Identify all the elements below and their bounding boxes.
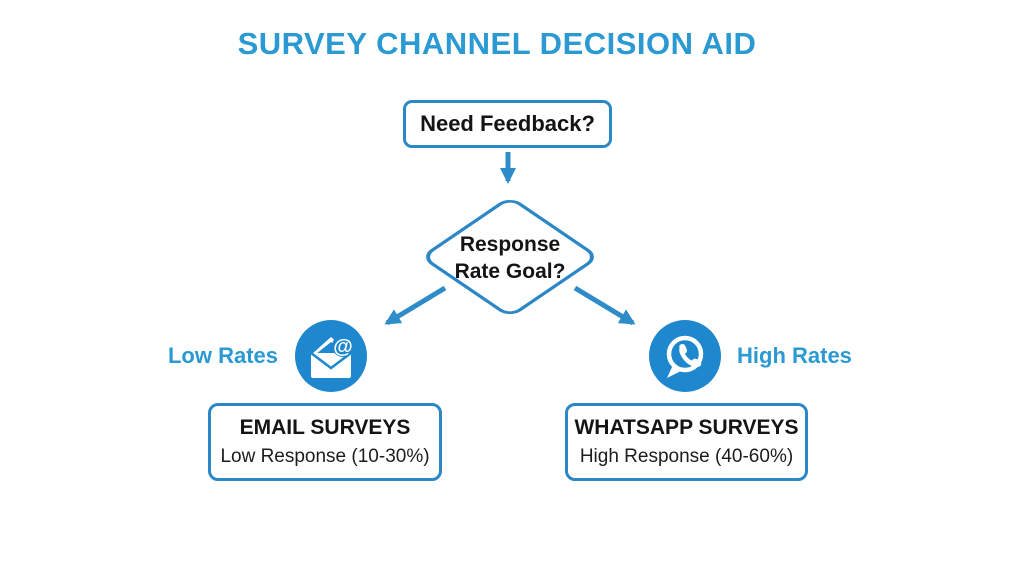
arrow-decision-to-whatsapp <box>573 285 636 326</box>
high-rates-label: High Rates <box>737 343 852 368</box>
whatsapp-surveys-title: WHATSAPP SURVEYS <box>574 416 799 439</box>
arrow-decision-to-email <box>384 285 447 326</box>
whatsapp-icon <box>649 320 721 392</box>
decision-diamond-label: Response Rate Goal? <box>420 231 600 285</box>
node-need-feedback: Need Feedback? <box>403 100 612 148</box>
email-envelope-at-icon: @ <box>295 320 367 392</box>
node-email-surveys: EMAIL SURVEYS Low Response (10-30%) <box>208 403 442 481</box>
node-need-feedback-label: Need Feedback? <box>420 111 595 136</box>
email-surveys-detail: Low Response (10-30%) <box>220 446 430 467</box>
whatsapp-icon-glyph <box>666 335 704 378</box>
email-icon-glyph: @ <box>310 335 354 378</box>
at-symbol: @ <box>333 336 353 358</box>
low-rates-label: Low Rates <box>167 343 278 368</box>
decision-label-line1: Response <box>459 233 561 256</box>
page-title: SURVEY CHANNEL DECISION AID <box>237 26 757 61</box>
email-surveys-title: EMAIL SURVEYS <box>239 416 411 439</box>
decision-label-line2: Rate Goal? <box>454 260 566 283</box>
whatsapp-surveys-detail: High Response (40-60%) <box>579 446 794 467</box>
node-whatsapp-surveys: WHATSAPP SURVEYS High Response (40-60%) <box>565 403 808 481</box>
